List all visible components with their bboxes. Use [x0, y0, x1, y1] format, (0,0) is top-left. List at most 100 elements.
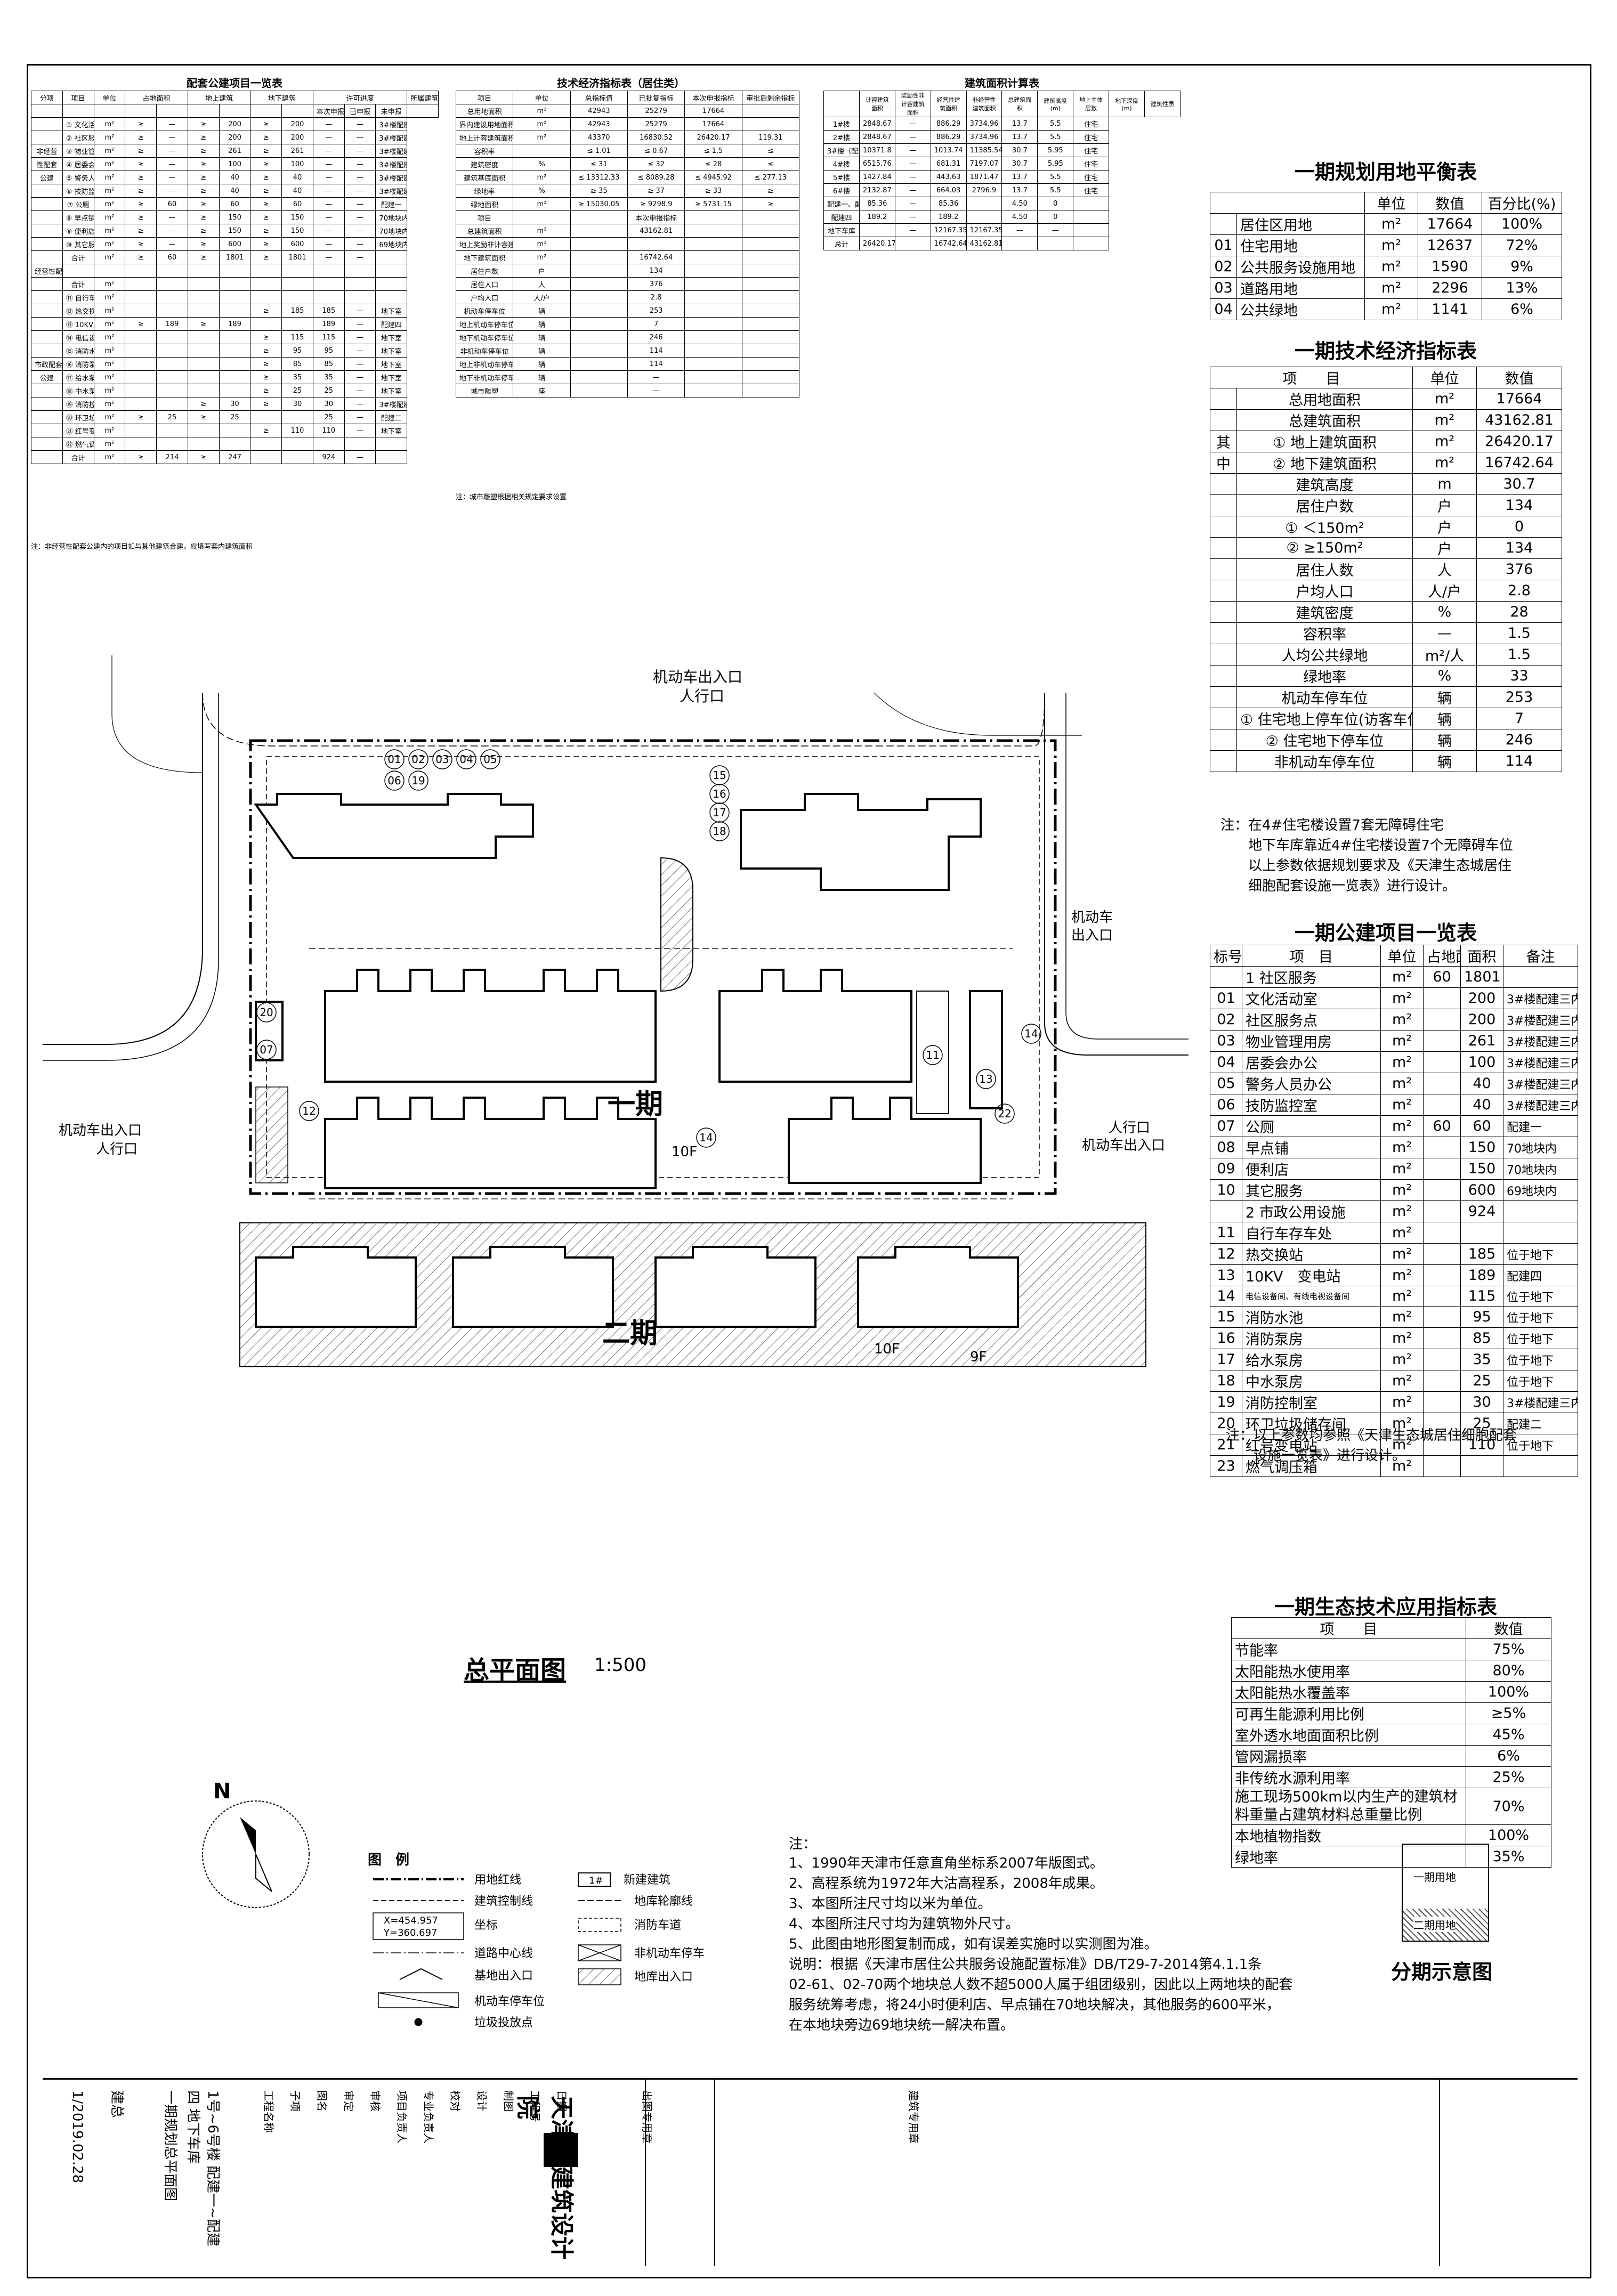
- table-cell: ≥: [187, 250, 220, 264]
- table-cell: 261: [219, 144, 251, 158]
- row-land: [1423, 1286, 1461, 1307]
- row-prefix: [1210, 708, 1237, 729]
- table-cell: [125, 344, 157, 358]
- table-cell: [684, 330, 742, 344]
- table-cell: 住宅: [1073, 170, 1110, 184]
- table-cell: 12167.35: [930, 223, 967, 237]
- row-prefix: [1210, 665, 1237, 687]
- public-title: 一期公建项目一览表: [1294, 921, 1477, 945]
- table-cell: 150: [219, 210, 251, 224]
- legend-coord-x: X=454.957: [384, 1915, 438, 1926]
- row-unit: m²/人: [1412, 644, 1477, 666]
- building-floors: 10F: [672, 1144, 697, 1160]
- table-cell: m²: [513, 104, 571, 118]
- row-value: 253: [1476, 686, 1562, 708]
- table-cell: 25: [156, 410, 188, 424]
- row-area: 185: [1460, 1243, 1503, 1265]
- table-cell: ≥: [187, 224, 220, 238]
- table-cell: ≥: [250, 397, 282, 411]
- row-remark: 3#楼配建三内: [1503, 1391, 1578, 1413]
- table-cell: 85: [312, 357, 345, 371]
- table-cell: 容积率: [455, 144, 514, 158]
- table-cell: [187, 344, 220, 358]
- row-unit: m²: [1364, 256, 1418, 278]
- row-unit: m²: [1412, 431, 1477, 452]
- table-cell: 2#楼: [823, 130, 860, 144]
- table-cell: [156, 277, 188, 291]
- table-cell: [513, 210, 571, 224]
- row-land: [1423, 1073, 1461, 1094]
- table-cell: —: [627, 370, 685, 384]
- table-cell: 项目: [455, 210, 514, 224]
- title-block-cell: 建筑专用章: [907, 2090, 920, 2144]
- table-cell: 地下室: [375, 357, 408, 371]
- row-remark: 位于地下: [1503, 1306, 1578, 1328]
- row-area: 200: [1460, 987, 1503, 1009]
- row-name: 公厕: [1242, 1115, 1381, 1137]
- table-cell: [250, 264, 282, 278]
- row-remark: 3#楼配建三内: [1503, 1094, 1578, 1116]
- table-cell: [31, 410, 63, 424]
- table-cell: —: [344, 450, 376, 464]
- table-header-cell: [1210, 192, 1365, 214]
- table-cell: ⑥ 技防监控室: [62, 184, 94, 198]
- table-header-cell: [156, 104, 188, 118]
- table-cell: 地上计容建筑面积: [455, 131, 514, 144]
- row-name: 户均人口: [1236, 580, 1413, 602]
- table-cell: 配建四: [823, 210, 860, 224]
- table-cell: [344, 437, 376, 451]
- table-cell: 住宅: [1073, 130, 1110, 144]
- table-cell: [250, 290, 282, 304]
- table-cell: [187, 384, 220, 397]
- row-area: [1460, 1455, 1503, 1477]
- table-cell: [156, 397, 188, 411]
- row-value: 2296: [1418, 277, 1482, 299]
- table-cell: 246: [627, 330, 685, 344]
- table-row: 容积率—1.5: [1210, 622, 1562, 644]
- row-area: 189: [1460, 1264, 1503, 1286]
- row-land: [1423, 1222, 1461, 1244]
- table-cell: [312, 264, 345, 278]
- row-land: 60: [1423, 1115, 1461, 1137]
- table-cell: ≥: [125, 450, 157, 464]
- table-cell: 1801: [219, 250, 251, 264]
- table-cell: ≥: [125, 144, 157, 158]
- table-cell: 公建: [31, 370, 63, 384]
- table-cell: 合计: [62, 250, 94, 264]
- row-value: 17664: [1476, 388, 1562, 410]
- table-cell: 地下建筑面积: [455, 250, 514, 264]
- row-remark: 配建二: [1503, 1413, 1578, 1434]
- table-cell: [219, 264, 251, 278]
- table-cell: 13.7: [1001, 130, 1038, 144]
- table-cell: 3734.96: [966, 130, 1002, 144]
- table-cell: ≥: [125, 250, 157, 264]
- row-unit: m²: [1380, 1391, 1424, 1413]
- table-cell: —: [312, 237, 345, 251]
- row-value: 43162.81: [1476, 409, 1562, 431]
- row-no: 14: [1210, 1286, 1242, 1307]
- table-cell: [31, 317, 63, 331]
- table-cell: ④ 居委会办公: [62, 157, 94, 171]
- table-cell: ⑨ 便利店: [62, 224, 94, 238]
- table-cell: —: [156, 157, 188, 171]
- table-cell: —: [312, 224, 345, 238]
- table-cell: 110: [281, 424, 313, 437]
- table-cell: 85.36: [859, 197, 895, 210]
- table-cell: ≥: [250, 157, 282, 171]
- row-value: 45%: [1466, 1724, 1551, 1746]
- table-cell: 住宅: [1073, 143, 1110, 157]
- facilities-note: 注：非经营性配套公建内的项目如与其他建筑合建，应填写套内建筑面积: [31, 543, 253, 551]
- table-cell: [570, 277, 628, 291]
- row-value: 134: [1476, 537, 1562, 559]
- note-line: 在本地块旁边69地块统一解决布置。: [789, 2017, 1015, 2033]
- table-cell: m²: [93, 330, 126, 344]
